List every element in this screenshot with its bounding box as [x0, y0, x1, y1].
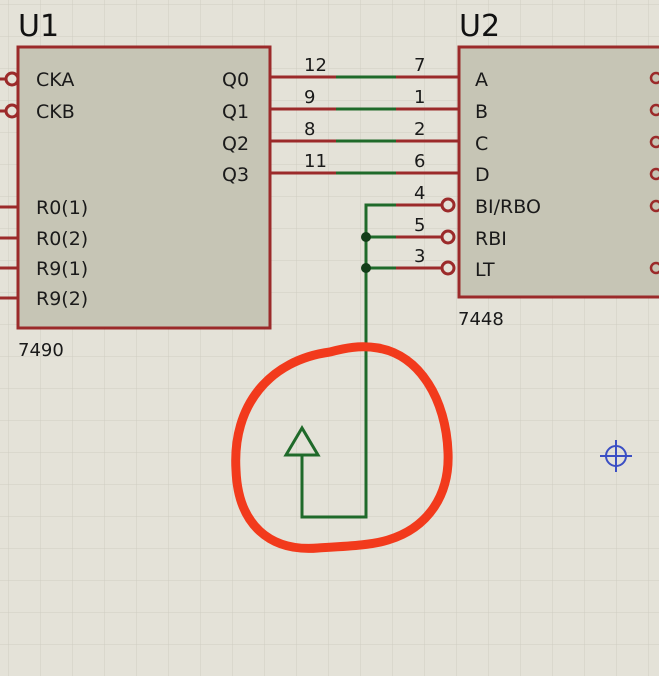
control-wires [283, 203, 396, 519]
u2-output-bubble-4 [649, 167, 659, 181]
u2-part-number: 7448 [458, 309, 504, 330]
junction-dot-rbi [361, 232, 371, 242]
crosshair-icon[interactable] [600, 440, 632, 472]
pin-label-c: C [475, 133, 488, 155]
pin-number-q2: 8 [304, 119, 315, 140]
pin-label-q3: Q3 [222, 164, 249, 186]
pin-label-ckb: CKB [36, 101, 75, 123]
pin-label-r02: R0(2) [36, 228, 88, 250]
u2-output-bubble-5 [649, 199, 659, 213]
pin-label-d: D [475, 164, 490, 186]
pin-number-q1: 9 [304, 87, 315, 108]
cka-inversion-bubble [4, 71, 20, 87]
pin-number-lt: 3 [414, 246, 425, 267]
pin-number-b: 1 [414, 87, 425, 108]
u1-body [16, 45, 272, 330]
pin-label-q0: Q0 [222, 69, 249, 91]
birbo-inversion-bubble [440, 197, 456, 213]
bus-wires [336, 75, 396, 175]
ground-arrow-icon[interactable] [283, 425, 321, 457]
pin-label-q2: Q2 [222, 133, 249, 155]
pin-label-birbo: BI/RBO [475, 196, 541, 218]
pin-label-cka: CKA [36, 69, 74, 91]
u2-component[interactable]: U2 7448 7 1 2 6 4 5 3 A B C D BI/RBO RBI… [396, 9, 659, 330]
u1-reference: U1 [18, 9, 59, 44]
rbi-inversion-bubble [440, 229, 456, 245]
pin-label-lt: LT [475, 259, 495, 281]
pin-label-rbi: RBI [475, 228, 507, 250]
highlight-circle [231, 342, 453, 553]
pin-label-r01: R0(1) [36, 197, 88, 219]
pin-number-c: 2 [414, 119, 425, 140]
pin-number-rbi: 5 [414, 215, 425, 236]
lt-inversion-bubble [440, 260, 456, 276]
u2-output-bubble-2 [649, 103, 659, 117]
u1-component[interactable]: U1 7490 CKA CKB R0(1) R0(2) R9(1) R9(2) … [0, 9, 336, 361]
pin-number-d: 6 [414, 151, 425, 172]
junction-dot-lt [361, 263, 371, 273]
pin-label-r92: R9(2) [36, 288, 88, 310]
wire-birbo-ground[interactable] [300, 203, 396, 519]
pin-number-birbo: 4 [414, 183, 425, 204]
u2-output-bubble-6 [649, 261, 659, 275]
pin-label-b: B [475, 101, 488, 123]
ckb-inversion-bubble [4, 103, 20, 119]
u2-output-bubble-1 [649, 71, 659, 85]
u2-output-bubble-3 [649, 135, 659, 149]
u2-body [457, 45, 659, 299]
pin-label-a: A [475, 69, 488, 91]
u1-part-number: 7490 [18, 340, 64, 361]
u2-reference: U2 [459, 9, 500, 44]
pin-number-q0: 12 [304, 55, 327, 76]
pin-number-a: 7 [414, 55, 425, 76]
pin-label-q1: Q1 [222, 101, 249, 123]
pin-number-q3: 11 [304, 151, 327, 172]
pin-label-r91: R9(1) [36, 258, 88, 280]
